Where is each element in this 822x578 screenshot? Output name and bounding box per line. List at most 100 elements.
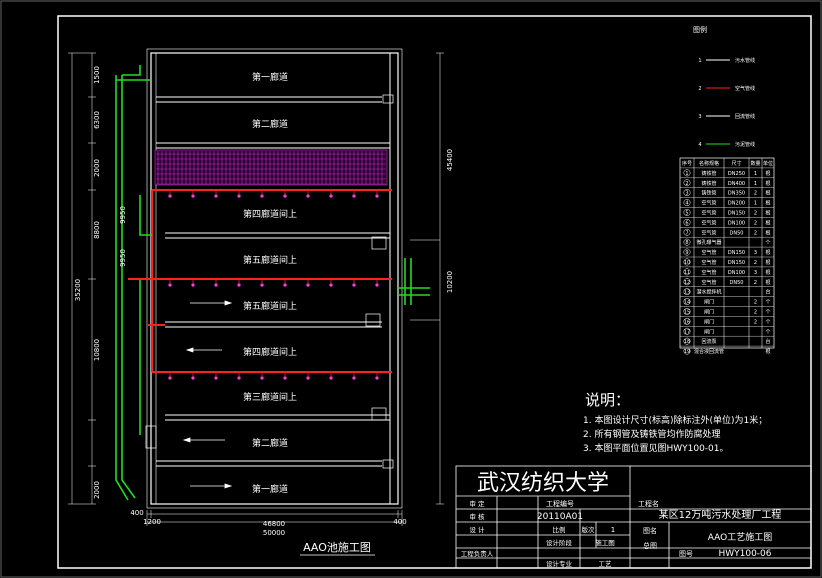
- table-cell: 18: [684, 339, 690, 345]
- table-cell: 空气管: [701, 200, 716, 207]
- legend-number: 1: [698, 58, 701, 64]
- table-cell: 根: [765, 190, 770, 197]
- table-row-marker: [683, 189, 691, 197]
- table-cell: 根: [765, 259, 770, 266]
- table-cell: 2: [754, 309, 757, 315]
- table-cell: 1: [754, 201, 757, 207]
- table-cell: 根: [765, 180, 770, 187]
- table-cell: 根: [765, 170, 770, 177]
- table-row-marker: [683, 268, 691, 276]
- notes-block: 说明： 1. 本图设计尺寸(标高)除标注外(单位)为1米； 2. 所有钢管及铸铁…: [583, 391, 767, 454]
- legend-number: 2: [698, 86, 701, 92]
- table-cell: 19: [684, 349, 690, 355]
- dim-left-seg: 2000: [93, 159, 101, 177]
- drawing-title: AAO池施工图: [303, 541, 371, 554]
- table-row-marker: [683, 238, 691, 246]
- return-pipes: [115, 65, 430, 501]
- dimension-texts: 35200 1500 6300 2000 8800 10800 2000 995…: [74, 66, 454, 537]
- table-cell: 根: [765, 348, 770, 355]
- table-cell: 13: [684, 290, 690, 296]
- table-cell: DN50: [730, 280, 744, 286]
- dim-bottom-left: 400: [130, 509, 143, 517]
- table-cell: 14: [684, 300, 690, 306]
- air-pipes: [128, 189, 392, 373]
- table-cell: DN250: [728, 171, 745, 177]
- table-cell: 空气管: [701, 269, 716, 276]
- table-row-marker: [683, 298, 691, 305]
- table-row-marker: [683, 218, 691, 226]
- table-cell: 5: [685, 210, 688, 216]
- dim-left-seg: 1500: [93, 66, 101, 84]
- corridor-label: 第五廊道间上: [243, 254, 297, 266]
- legend-text: 回流管线: [735, 113, 755, 120]
- design-no: 20110A01: [537, 512, 583, 522]
- title-block: [455, 465, 812, 569]
- table-cell: 根: [765, 269, 770, 276]
- table-cell: 10: [684, 260, 690, 266]
- table-header: 名称规格: [699, 160, 719, 167]
- legend-text: 污泥管线: [735, 141, 755, 148]
- table-cell: 闸门: [704, 308, 714, 315]
- dim-bottom-small: 1200: [143, 518, 161, 526]
- dim-left-seg: 10800: [93, 339, 101, 361]
- table-header: 单位: [763, 160, 773, 167]
- table-cell: 9: [685, 250, 688, 256]
- table-cell: 6: [685, 220, 688, 226]
- corridor-label: 第四廊道间上: [243, 208, 297, 220]
- corridor-dividers: [156, 96, 390, 467]
- table-cell: 铸铁管: [701, 190, 716, 197]
- school-name: 武汉纺织大学: [477, 471, 609, 496]
- table-cell: DN150: [728, 250, 745, 256]
- corridor-label: 第四廊道间上: [243, 346, 297, 358]
- table-cell: 微孔曝气器: [696, 239, 721, 246]
- dim-left-seg: 8800: [93, 221, 101, 239]
- legend-text: 空气管线: [735, 85, 755, 92]
- table-row-marker: [683, 169, 691, 177]
- table-cell: 空气管: [701, 219, 716, 226]
- corridor-label: 第二廊道: [252, 437, 288, 449]
- col-label: 设计专业: [546, 559, 573, 568]
- design-no-label: 工程编号: [546, 499, 574, 508]
- table-cell: 空气管: [701, 209, 716, 216]
- notes-line: 1. 本图设计尺寸(标高)除标注外(单位)为1米；: [583, 414, 767, 426]
- corridor-label: 第二廊道: [252, 118, 288, 130]
- row-label: 工程负责人: [461, 549, 494, 558]
- legend-title: 图例: [693, 25, 707, 34]
- table-cell: 2: [754, 300, 757, 306]
- drawing-no-label: 图号: [679, 550, 693, 558]
- table-cell: 空气管: [701, 229, 716, 236]
- project-label: 工程名: [638, 499, 659, 508]
- notes-line: 2. 所有钢管及铸铁管均作防腐处理: [583, 428, 720, 440]
- corridor-label: 第三廊道间上: [243, 391, 297, 403]
- table-cell: DN200: [728, 201, 745, 207]
- dim-bottom-inner: 46800: [263, 520, 285, 528]
- table-cell: 台: [765, 338, 770, 345]
- table-cell: 11: [684, 270, 690, 276]
- table-cell: 根: [765, 249, 770, 256]
- table-row-marker: [683, 199, 691, 207]
- table-cell: 2: [754, 220, 757, 226]
- table-cell: 15: [684, 309, 690, 315]
- table-header: 尺寸: [731, 160, 741, 167]
- table-cell: 根: [765, 229, 770, 236]
- corridor-label: 第一廊道: [252, 71, 288, 83]
- col-label: 比例: [553, 525, 566, 534]
- table-row-marker: [683, 288, 691, 296]
- total-label: 总图: [643, 541, 657, 550]
- col-label: 设计阶段: [546, 538, 573, 547]
- table-cell: 空气管: [701, 259, 716, 266]
- table-cell: 2: [754, 260, 757, 266]
- table-cell: DN100: [728, 220, 745, 226]
- drawing-label: 图名: [643, 526, 657, 535]
- table-cell: 闸门: [704, 318, 714, 325]
- table-cell: 1: [685, 171, 688, 177]
- table-row-marker: [683, 209, 691, 216]
- dim-left-seg: 2000: [93, 481, 101, 499]
- corridor-label: 第五廊道间上: [243, 300, 297, 312]
- table-cell: 4: [685, 201, 688, 207]
- row-label: 审 定: [469, 499, 485, 508]
- title-block-text: 武汉纺织大学 工程编号 20110A01 工程名 某区12万吨污水处理厂工程 图…: [461, 471, 782, 568]
- table-cell: 16: [684, 319, 690, 325]
